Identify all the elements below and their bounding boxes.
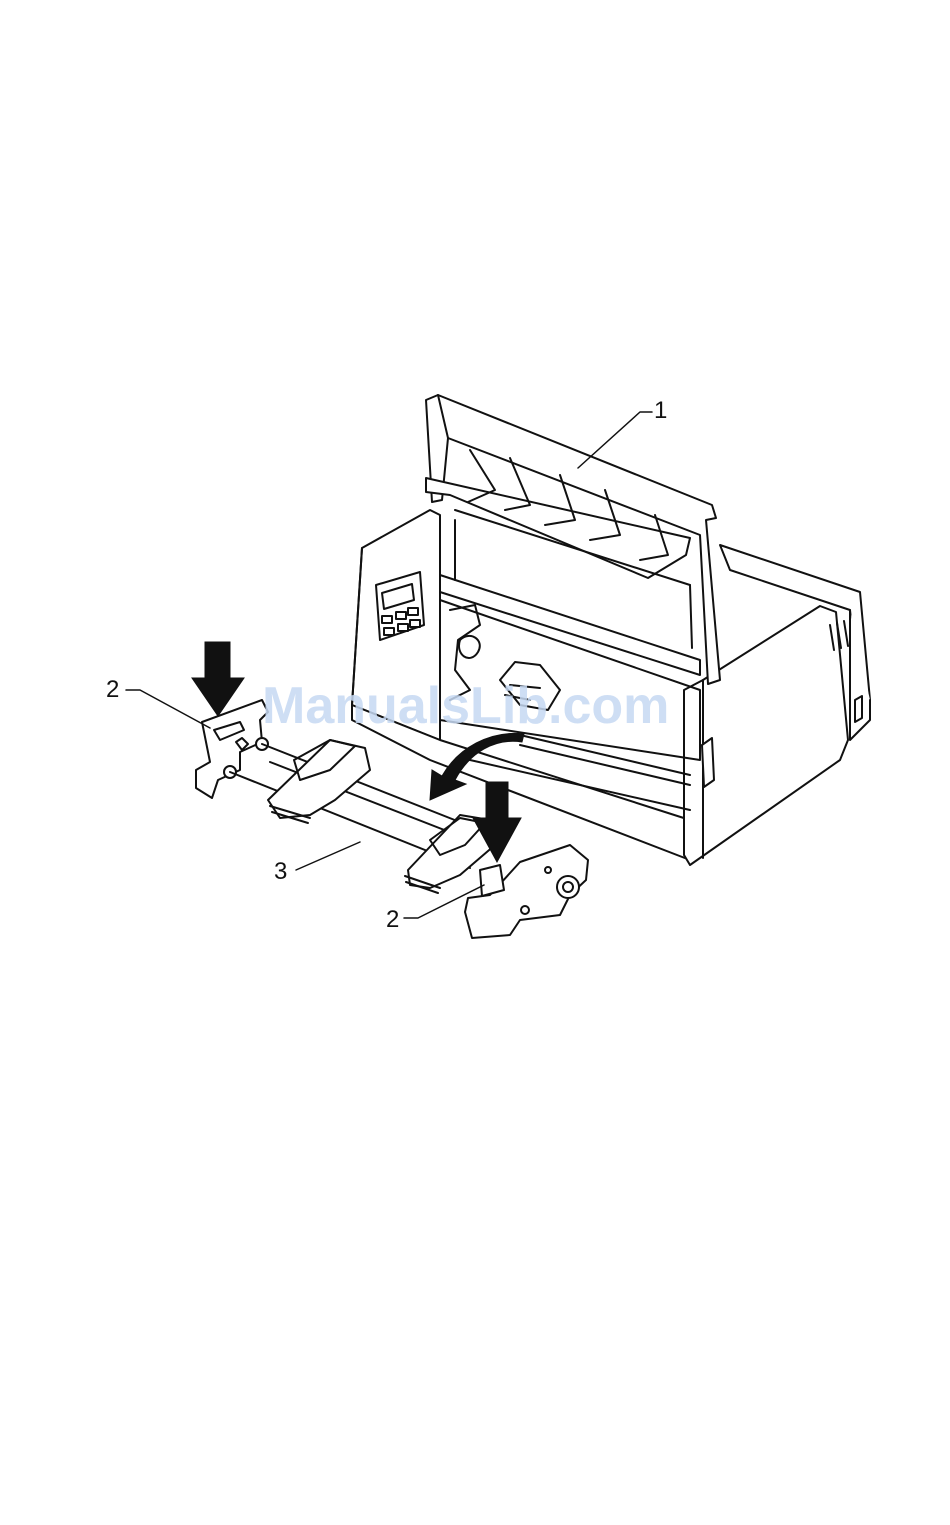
access-cover — [426, 395, 720, 684]
callout-3: 3 — [274, 860, 287, 884]
push-down-arrow-left — [192, 642, 244, 716]
callout-2-left: 2 — [106, 678, 119, 702]
leader-line-3 — [296, 842, 360, 870]
callout-2-right: 2 — [386, 908, 399, 932]
leader-line-2-left — [126, 690, 210, 728]
callout-1: 1 — [654, 399, 667, 423]
